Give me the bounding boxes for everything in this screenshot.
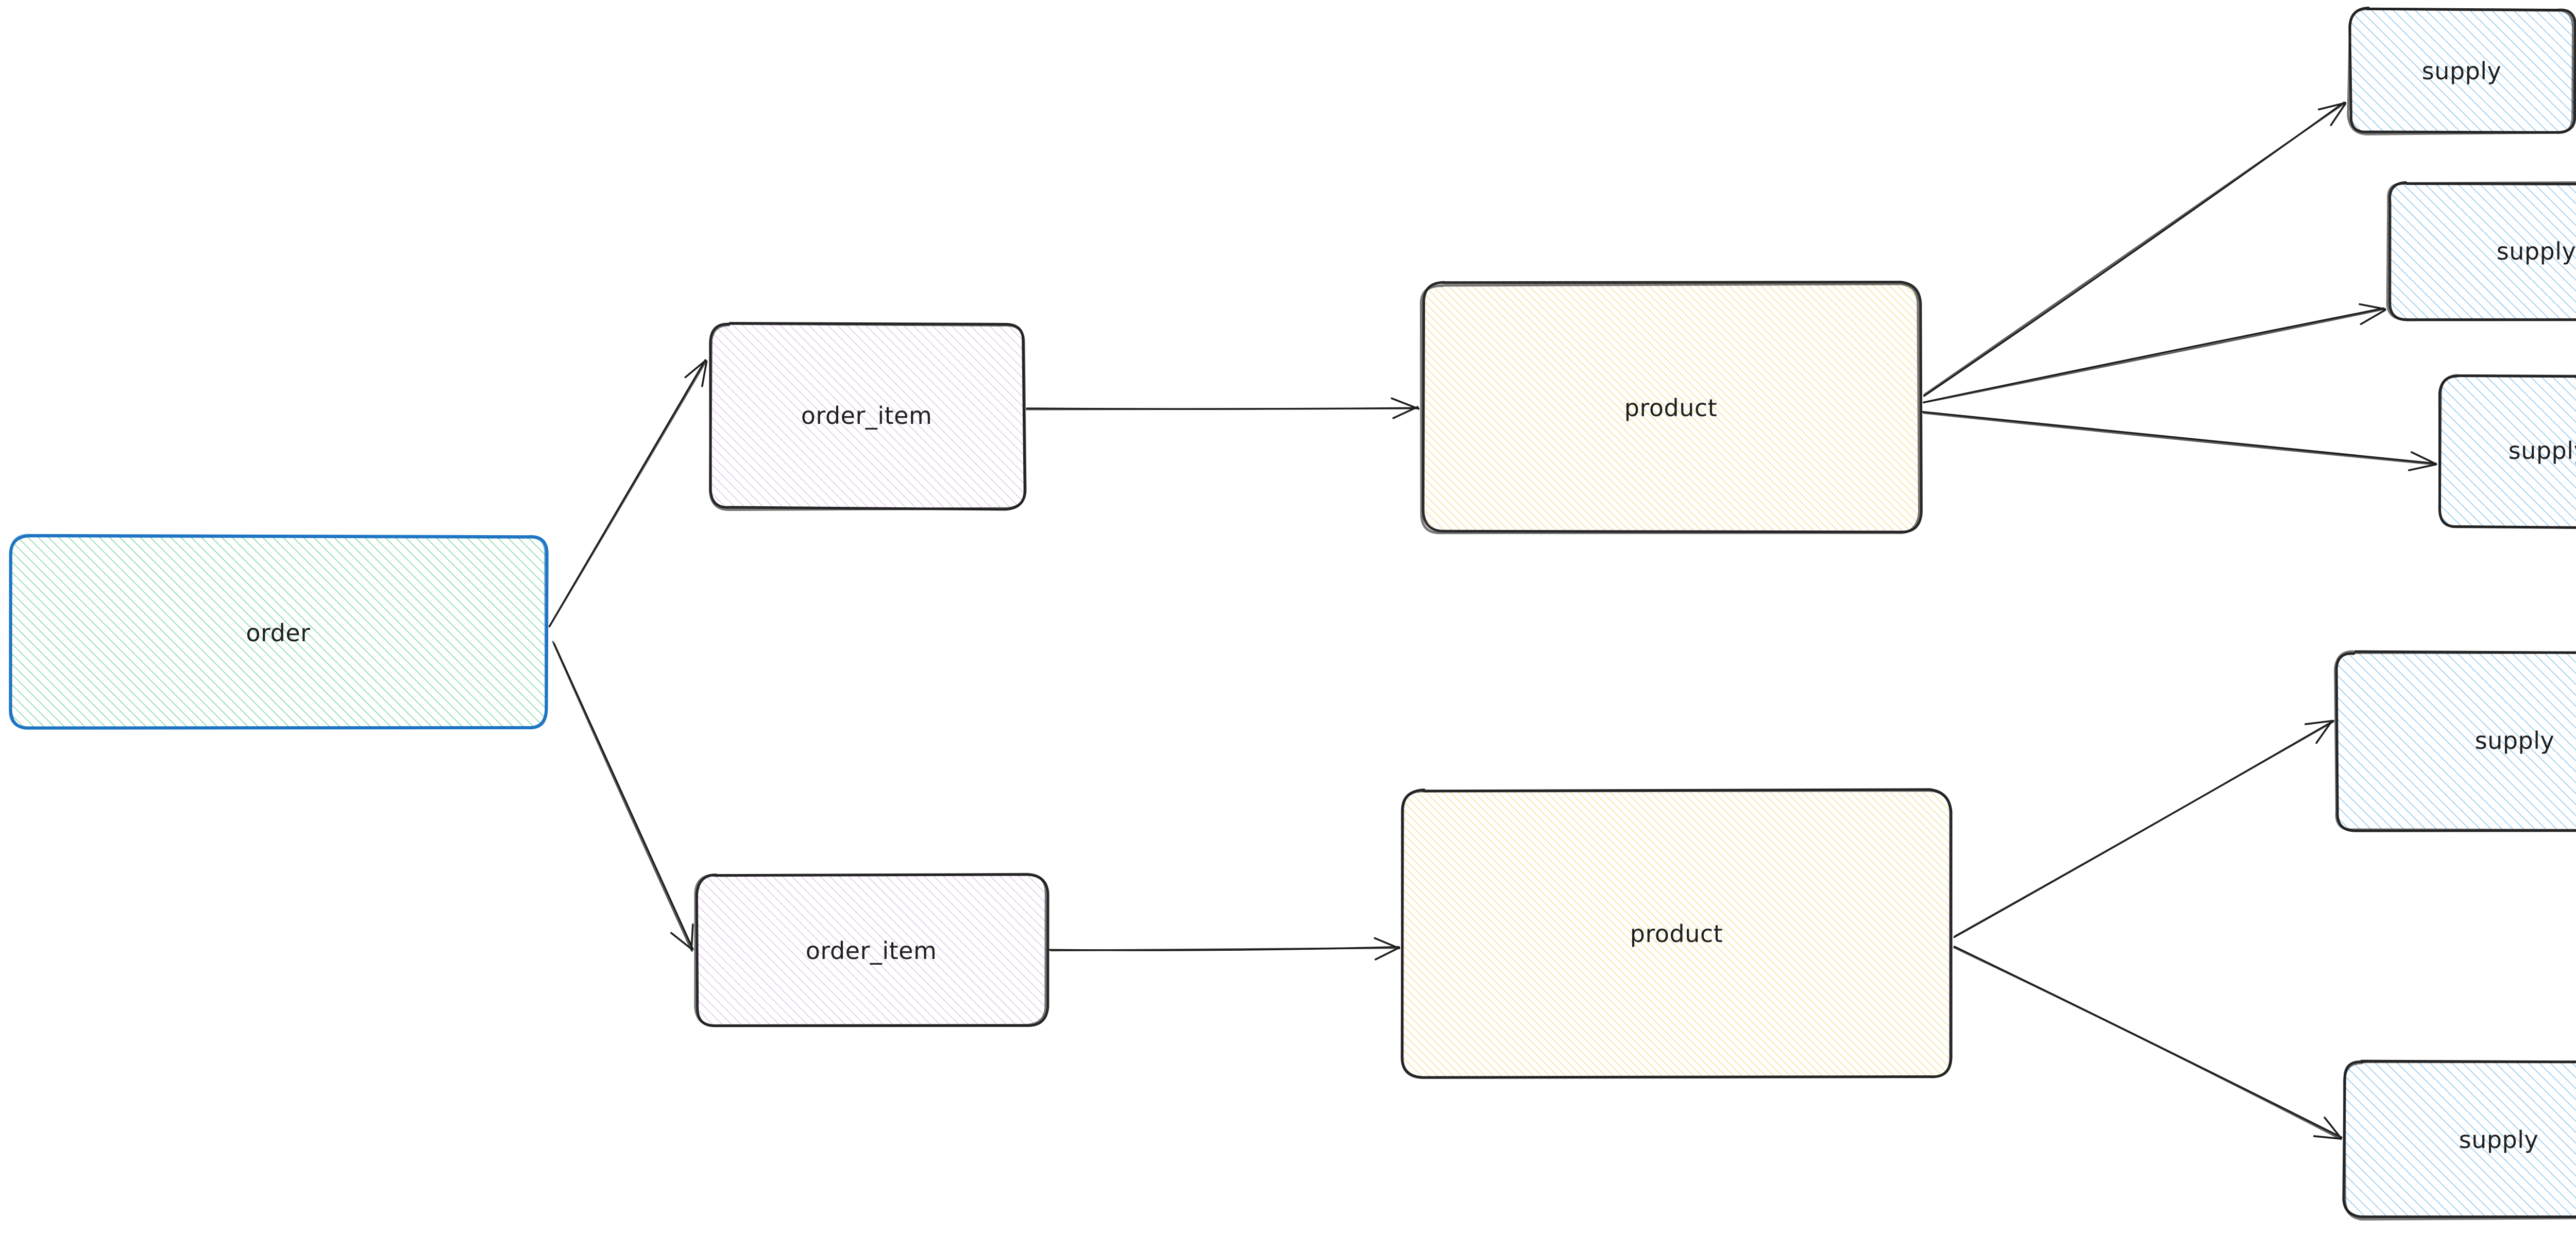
edge-arrowhead <box>2359 303 2386 310</box>
node-hit-order[interactable] <box>10 537 546 729</box>
node-outline <box>2347 7 2574 135</box>
edge-order_item_1-to-product_1[interactable] <box>1026 397 1420 419</box>
node-hit-supply_2[interactable] <box>2388 183 2576 319</box>
edge-arrowhead <box>2408 463 2437 471</box>
node-supply_1[interactable] <box>2347 6 2576 135</box>
edge-arrowhead <box>2313 1135 2342 1140</box>
node-product_2[interactable] <box>1400 788 1953 1079</box>
edge-product_2-to-supply_4[interactable] <box>1953 720 2335 938</box>
edge-arrowhead <box>1391 397 1420 410</box>
node-fill <box>2387 183 2576 319</box>
node-hit-product_2[interactable] <box>1403 791 1950 1077</box>
node-outline <box>2343 1060 2576 1221</box>
node-outline <box>1420 282 1921 535</box>
edge-arrowhead <box>2304 720 2333 725</box>
node-fill <box>2336 651 2576 829</box>
node-hit-product_1[interactable] <box>1422 284 1920 532</box>
node-fill <box>2349 8 2574 133</box>
edge-line <box>1953 946 2342 1140</box>
edge-product_2-to-supply_5[interactable] <box>1953 946 2343 1140</box>
edge-product_1-to-supply_1[interactable] <box>1923 101 2347 397</box>
node-fill <box>710 323 1024 508</box>
node-fill <box>1402 791 1951 1078</box>
node-fill <box>2439 374 2576 527</box>
node-product_1[interactable] <box>1420 281 1923 535</box>
node-fill <box>1421 283 1920 533</box>
node-hit-supply_5[interactable] <box>2345 1062 2576 1218</box>
node-order_item_2[interactable] <box>694 872 1049 1028</box>
edge-arrowhead <box>1374 937 1400 950</box>
node-hit-order_item_1[interactable] <box>710 323 1023 508</box>
node-supply_2[interactable] <box>2386 181 2576 321</box>
node-fill <box>10 536 547 729</box>
edge-arrowhead <box>2317 101 2347 111</box>
node-order_item_1[interactable] <box>708 322 1027 511</box>
nodes-layer <box>9 6 2576 1221</box>
node-outline <box>694 872 1047 1027</box>
edge-line <box>1923 308 2385 404</box>
edge-order-to-order_item_2[interactable] <box>552 641 694 952</box>
edge-arrowhead <box>670 932 693 951</box>
edge-order-to-order_item_1[interactable] <box>548 359 708 628</box>
edge-line <box>1050 947 1400 952</box>
node-supply_4[interactable] <box>2334 650 2576 832</box>
edge-line <box>1922 411 2437 465</box>
node-hit-supply_4[interactable] <box>2337 652 2576 829</box>
edge-arrowhead <box>1375 947 1400 961</box>
node-outline <box>2334 650 2576 832</box>
edge-arrowhead <box>2330 103 2346 126</box>
node-fill <box>2345 1061 2576 1218</box>
node-outline <box>708 322 1027 511</box>
node-outline <box>2386 181 2576 321</box>
node-hit-order_item_2[interactable] <box>697 876 1046 1026</box>
edge-arrowhead <box>2315 720 2333 744</box>
edges-layer <box>548 101 2437 1140</box>
node-supply_3[interactable] <box>2438 373 2576 529</box>
edge-arrowhead <box>1392 406 1419 419</box>
node-outline <box>2388 181 2576 321</box>
edge-arrowhead <box>690 923 694 951</box>
node-outline <box>9 534 548 730</box>
node-supply_5[interactable] <box>2342 1059 2576 1221</box>
edge-line <box>548 359 707 628</box>
edge-arrowhead <box>2411 451 2436 465</box>
node-outline <box>2438 373 2576 529</box>
edge-arrowhead <box>684 359 707 379</box>
edge-arrowhead <box>2360 309 2386 326</box>
node-order[interactable] <box>9 534 549 730</box>
edge-arrowhead <box>2324 1117 2342 1139</box>
node-hit-supply_3[interactable] <box>2440 375 2576 526</box>
edge-line <box>1026 407 1419 410</box>
node-fill <box>697 875 1046 1026</box>
edge-product_1-to-supply_3[interactable] <box>1922 411 2437 471</box>
edge-order_item_2-to-product_2[interactable] <box>1049 937 1400 961</box>
edge-product_1-to-supply_2[interactable] <box>1922 303 2386 404</box>
node-outline <box>1400 789 1952 1079</box>
edge-line <box>1923 102 2345 396</box>
edge-line <box>1954 721 2334 937</box>
edge-line <box>1922 307 2385 403</box>
edge-arrowhead <box>701 360 708 387</box>
edge-line <box>1923 412 2436 466</box>
node-hit-supply_1[interactable] <box>2349 9 2574 133</box>
edge-line <box>552 641 693 952</box>
